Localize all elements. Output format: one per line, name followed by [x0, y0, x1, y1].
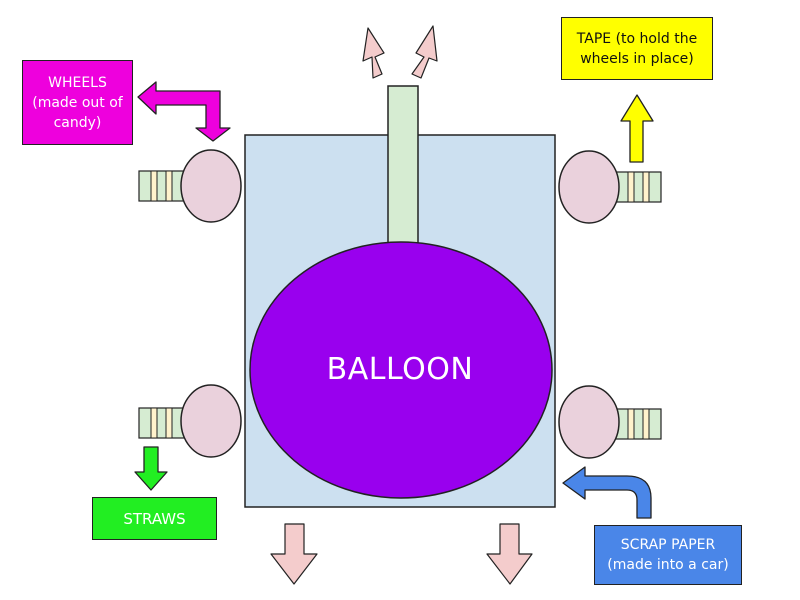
straws-pointer-arrow-icon	[134, 446, 168, 491]
wheel-bottom-right	[558, 385, 620, 459]
straws-label: STRAWS	[92, 497, 217, 540]
wheel-top-right	[558, 150, 620, 224]
wheel-top-left	[180, 149, 242, 223]
straws-label-line: STRAWS	[123, 509, 186, 528]
wheels-pointer-arrow-icon	[137, 81, 231, 142]
balloon-label: BALLOON	[326, 352, 474, 387]
scrap-paper-label: SCRAP PAPER (made into a car)	[594, 525, 742, 585]
axle-straw-top-left	[138, 170, 190, 202]
scrap-paper-pointer-arrow-icon	[562, 466, 652, 519]
balloon	[249, 241, 553, 499]
wheels-label-line: WHEELS	[48, 74, 107, 91]
air-out-arrow-icon	[411, 25, 438, 79]
tape-label-line: wheels in place)	[580, 50, 694, 67]
scrap-paper-label-line: SCRAP PAPER	[620, 537, 716, 553]
wheels-label-line: candy)	[53, 114, 102, 131]
wheels-label: WHEELS (made out of candy)	[22, 60, 133, 145]
tape-label-line: TAPE (to hold the	[576, 30, 698, 47]
tape-pointer-arrow-icon	[620, 94, 654, 163]
nozzle-straw	[387, 85, 419, 252]
tape-label: TAPE (to hold the wheels in place)	[561, 17, 713, 80]
motion-arrow-icon	[270, 523, 318, 585]
scrap-paper-label-line: (made into a car)	[607, 557, 729, 573]
motion-arrow-icon	[486, 523, 533, 585]
air-out-arrow-icon	[362, 27, 385, 79]
wheels-label-line: (made out of	[32, 94, 123, 111]
wheel-bottom-left	[180, 384, 242, 458]
